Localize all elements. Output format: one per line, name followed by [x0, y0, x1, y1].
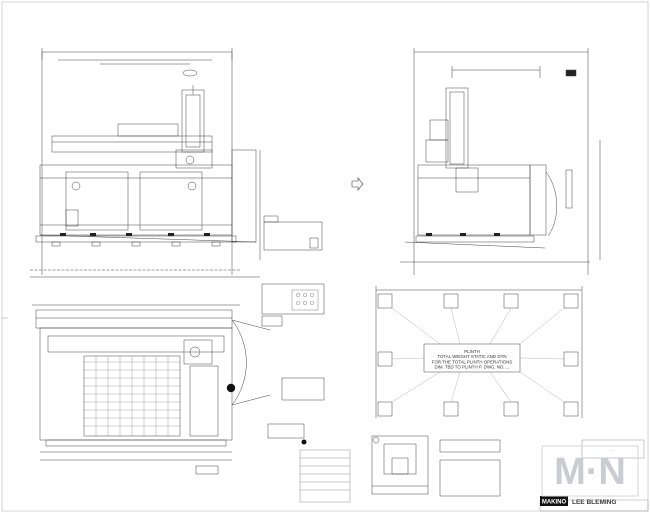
- side-view: [400, 48, 601, 275]
- datum-marker-small-icon: [301, 439, 307, 445]
- anchor-detail: [371, 435, 501, 497]
- plan-view: [32, 283, 325, 475]
- brand-badge: [540, 496, 568, 506]
- watermark-logo: M·N: [541, 445, 639, 497]
- title-note: ...: [612, 448, 615, 452]
- datum-marker-icon: [226, 383, 236, 393]
- title-block: MAKINO LEE BLEMING ...: [539, 439, 649, 512]
- view-arrow-icon: [351, 177, 364, 191]
- brand-badge-text: MAKINO: [542, 500, 567, 506]
- watermark-monogram: M·N: [554, 451, 626, 493]
- foundation-plan: [375, 286, 583, 418]
- brand-text: LEE BLEMING: [572, 499, 616, 506]
- front-view: [30, 48, 323, 278]
- notes-block: [299, 449, 351, 503]
